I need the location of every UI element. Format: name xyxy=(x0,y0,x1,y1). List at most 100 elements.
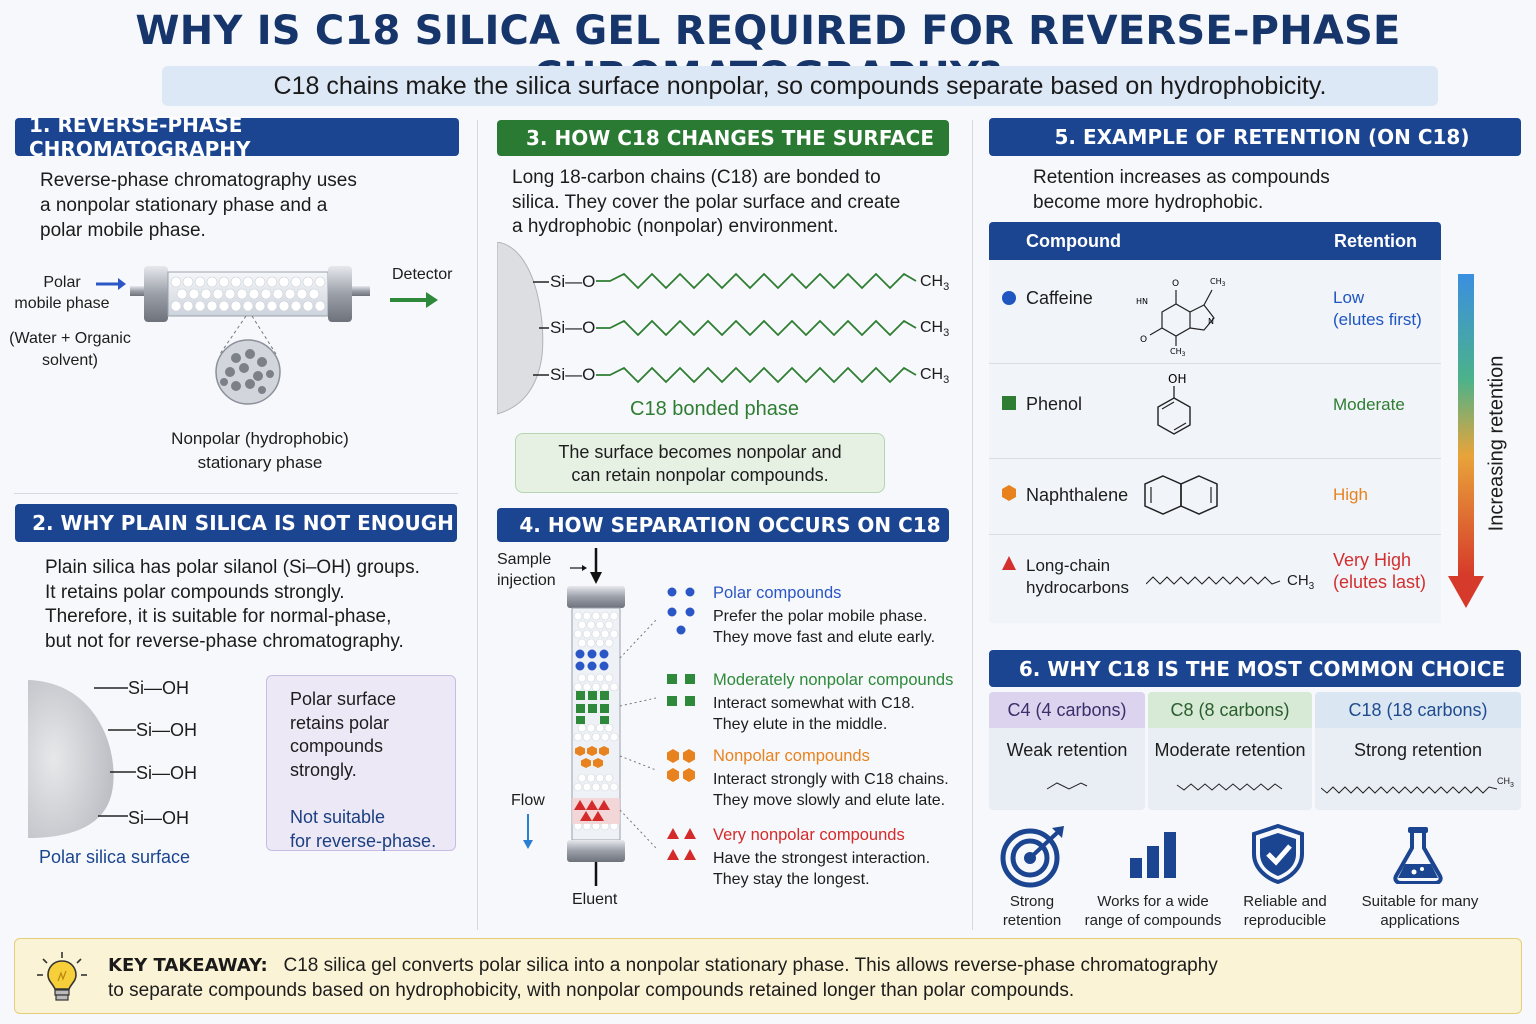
shield-check-icon xyxy=(1252,824,1304,884)
section-4-header: 4. HOW SEPARATION OCCURS ON C18 xyxy=(497,508,949,542)
legend-text: They stay the longest. xyxy=(713,871,870,888)
icon-caption: Works for a wide range of compounds xyxy=(1080,892,1226,930)
card-title: C8 (8 carbons) xyxy=(1148,692,1312,728)
key-takeaway-box: KEY TAKEAWAY: C18 silica gel converts po… xyxy=(14,938,1522,1014)
naphthalene-marker xyxy=(1002,485,1016,501)
atom-o: O xyxy=(1140,335,1147,345)
c4-chain xyxy=(1046,782,1088,790)
c18-chain-3 xyxy=(596,366,917,384)
table-row: Naphthalene High xyxy=(989,459,1441,535)
divider-right xyxy=(972,120,973,930)
s3-line: silica. They cover the polar surface and… xyxy=(512,191,901,213)
target-icon xyxy=(1000,826,1064,888)
very-nonpolar-band xyxy=(574,800,610,821)
very-nonpolar-icon xyxy=(667,828,696,860)
atom-hn: HN xyxy=(1136,297,1148,306)
legend-text: They elute in the middle. xyxy=(713,716,888,733)
s5-line: Retention increases as compounds xyxy=(1033,167,1330,188)
s2-line: but not for reverse-phase chromatography… xyxy=(45,630,404,652)
note-line: retains polar xyxy=(290,712,390,733)
methyl-label: CH3 xyxy=(1170,347,1186,358)
atom-oh: OH xyxy=(1168,372,1186,386)
hydrocarbon-marker xyxy=(1002,556,1016,570)
takeaway-line: to separate compounds based on hydrophob… xyxy=(108,980,1075,1001)
card-c18: C18 (18 carbons) Strong retention CH3 xyxy=(1315,692,1521,810)
methyl-label: CH3 xyxy=(1210,277,1226,288)
legend-text: Prefer the polar mobile phase. xyxy=(713,608,928,625)
table-row: Phenol Moderate xyxy=(989,364,1441,459)
polar-label: Polar xyxy=(43,274,81,291)
phenol-structure: OH xyxy=(1157,372,1191,435)
subscript-3: 3 xyxy=(1222,281,1226,288)
legend-very-nonpolar: Very nonpolar compounds Have the stronge… xyxy=(713,825,930,890)
legend-title: Nonpolar compounds xyxy=(713,747,870,765)
eluent-label: Eluent xyxy=(572,891,618,908)
caption-line: applications xyxy=(1380,912,1460,929)
legend-title: Polar compounds xyxy=(713,584,842,602)
s2-line: It retains polar compounds strongly. xyxy=(45,581,345,603)
c18-chain-1 xyxy=(596,272,917,290)
c18-silica-illustration xyxy=(497,242,549,415)
atom-o: O xyxy=(1172,279,1179,289)
legend-text: They move slowly and elute late. xyxy=(713,792,946,809)
caption-line: range of compounds xyxy=(1084,912,1222,929)
caption-line: retention xyxy=(1002,912,1062,929)
moderate-band xyxy=(576,691,609,724)
si-o-bond: Si—O xyxy=(550,365,596,384)
column-endcap-left xyxy=(144,266,168,322)
ch3-text: CH xyxy=(920,319,944,336)
s5-line: become more hydrophobic. xyxy=(1033,191,1264,213)
nonpolar-band xyxy=(575,746,609,768)
ch3-text: CH xyxy=(1497,776,1510,786)
atom-n: N xyxy=(1208,317,1214,326)
subscript-3: 3 xyxy=(1308,581,1315,592)
caption-line: Suitable for many xyxy=(1361,893,1479,910)
caffeine-marker xyxy=(1002,291,1016,305)
card-title: C18 (18 carbons) xyxy=(1315,692,1521,728)
card-body: Strong retention xyxy=(1353,740,1483,760)
compound-name-line: hydrocarbons xyxy=(1026,578,1130,597)
legend-nonpolar: Nonpolar compounds Interact strongly wit… xyxy=(713,746,949,811)
note-line: can retain nonpolar compounds. xyxy=(571,465,829,485)
divider-s1-s2 xyxy=(14,493,458,494)
s3-description: Long 18-carbon chains (C18) are bonded t… xyxy=(512,166,900,240)
legend-text: Interact strongly with C18 chains. xyxy=(713,771,949,788)
retention-note: (elutes first) xyxy=(1333,310,1422,329)
not-suitable-label: for reverse-phase. xyxy=(290,830,437,851)
c8-chain xyxy=(1176,783,1283,791)
retention-value: Very High(elutes last) xyxy=(1333,549,1426,593)
note-line: strongly. xyxy=(290,759,357,780)
subscript-3: 3 xyxy=(943,374,950,387)
legend-title: Very nonpolar compounds xyxy=(713,826,905,844)
legend-polar: Polar compounds Prefer the polar mobile … xyxy=(713,583,935,648)
silanol-group: Si—OH xyxy=(136,720,198,740)
increasing-retention-label: Increasing retention xyxy=(1485,355,1508,532)
s1-line: polar mobile phase. xyxy=(40,220,206,241)
solvent-label: solvent) xyxy=(41,352,99,369)
c18-chain xyxy=(1321,786,1498,794)
ch3-text: CH xyxy=(920,273,944,290)
ch3-group: CH3 xyxy=(920,319,949,339)
si-o-bond: Si—O xyxy=(550,272,596,291)
water-organic-label: (Water + Organic solvent) xyxy=(8,328,132,372)
water-label: (Water + Organic xyxy=(9,330,131,347)
card-title: C4 (4 carbons) xyxy=(989,692,1145,728)
surface-nonpolar-note: The surface becomes nonpolar and can ret… xyxy=(515,433,885,493)
polar-silica-surface-label: Polar silica surface xyxy=(39,847,191,867)
subscript-3: 3 xyxy=(943,327,950,340)
caption-line: Reliable and xyxy=(1243,893,1327,910)
stationary-label: stationary phase xyxy=(197,453,323,472)
section-3-header: 3. HOW C18 CHANGES THE SURFACE xyxy=(497,120,949,156)
card-body: Moderate retention xyxy=(1154,740,1306,760)
phenol-marker xyxy=(1002,396,1016,410)
silica-surface-illustration xyxy=(28,680,136,838)
caption-line: Works for a wide xyxy=(1097,893,1209,910)
ch3-group: CH3 xyxy=(920,273,949,293)
section-6-header: 6. WHY C18 IS THE MOST COMMON CHOICE xyxy=(989,650,1521,687)
card-c8: C8 (8 carbons) Moderate retention xyxy=(1148,692,1312,810)
naphthalene-structure xyxy=(1144,475,1218,515)
subscript-3: 3 xyxy=(1510,781,1514,789)
caffeine-structure: O O HN CH3 CH3 N xyxy=(1136,277,1226,358)
